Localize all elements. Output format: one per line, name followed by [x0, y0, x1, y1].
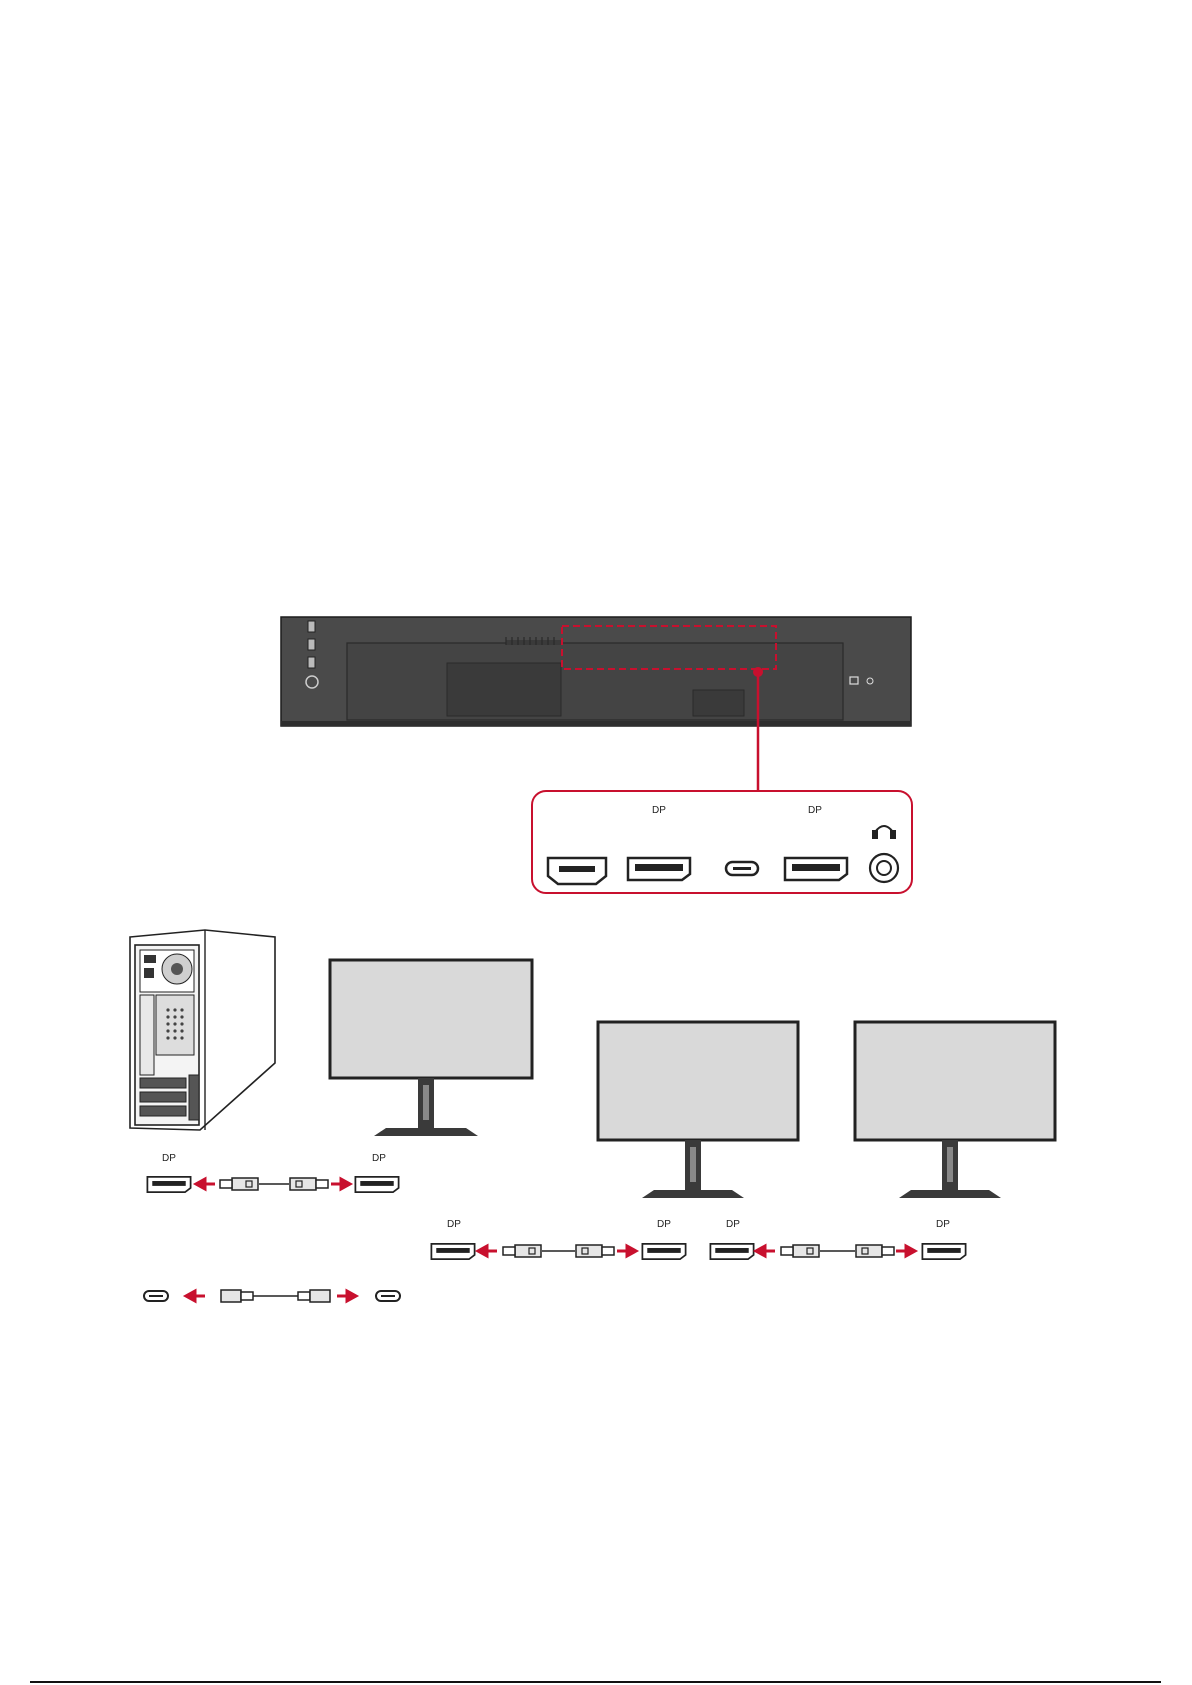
arrow-left-icon	[478, 1246, 497, 1256]
port-label-dp-out: DP	[808, 805, 822, 817]
dp-cable-link-3	[710, 1244, 965, 1259]
monitor-icon	[855, 1022, 1055, 1198]
link2-right-dp-label: DP	[657, 1219, 671, 1231]
pc-tower-icon	[130, 930, 275, 1130]
monitor-rear-view	[281, 617, 911, 791]
port-panel-callout	[532, 791, 912, 893]
usb-c-cable-link	[144, 1290, 400, 1302]
footer-rule	[30, 1681, 1161, 1683]
dp-port-target	[922, 1244, 965, 1259]
arrow-left-icon	[186, 1291, 205, 1301]
arrow-left-icon	[756, 1246, 775, 1256]
link3-left-dp-label: DP	[726, 1219, 740, 1231]
arrow-right-icon	[331, 1179, 350, 1189]
dp-cable-link-1	[147, 1177, 398, 1192]
dp-port-source	[710, 1244, 753, 1259]
monitor-icon	[598, 1022, 798, 1198]
dp-cable-icon	[503, 1245, 614, 1257]
pc-dp-label: DP	[162, 1153, 176, 1165]
dp-port-source	[147, 1177, 190, 1192]
usb-c-cable-icon	[221, 1290, 330, 1302]
arrow-left-icon	[196, 1179, 215, 1189]
arrow-right-icon	[617, 1246, 636, 1256]
dp-cable-link-2	[431, 1244, 685, 1259]
usb-c-port	[144, 1291, 168, 1301]
dp-port-target	[642, 1244, 685, 1259]
displayport-out-port	[785, 858, 847, 880]
dp-port-target	[355, 1177, 398, 1192]
arrow-right-icon	[337, 1291, 356, 1301]
dp-port-source	[431, 1244, 474, 1259]
monitor1-dp-label: DP	[372, 1153, 386, 1165]
usb-c-port	[726, 862, 758, 875]
monitor-icon	[330, 960, 532, 1136]
dp-cable-icon	[781, 1245, 894, 1257]
link3-right-dp-label: DP	[936, 1219, 950, 1231]
link2-left-dp-label: DP	[447, 1219, 461, 1231]
arrow-right-icon	[896, 1246, 915, 1256]
port-label-dp-in: DP	[652, 805, 666, 817]
dp-cable-icon	[220, 1178, 328, 1190]
headphone-jack	[870, 854, 898, 882]
displayport-in-port	[628, 858, 690, 880]
hdmi-port	[548, 858, 606, 884]
usb-c-port	[376, 1291, 400, 1301]
